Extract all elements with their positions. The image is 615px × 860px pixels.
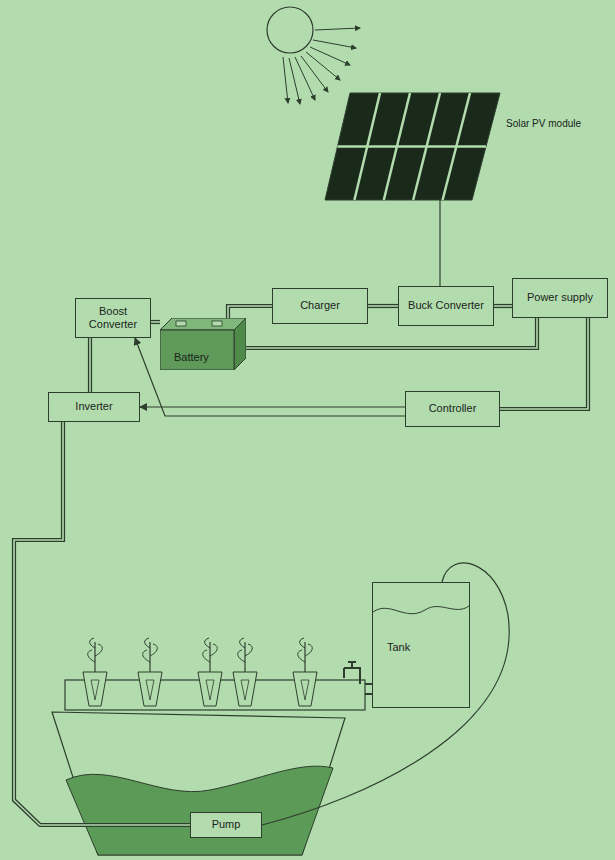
battery-block: Battery: [160, 318, 246, 370]
charger-box: Charger: [272, 288, 368, 324]
wire-gap: [368, 305, 398, 307]
wire-gap: [494, 305, 512, 307]
wire-line: [500, 318, 588, 409]
node-text: Controller: [429, 402, 477, 415]
node-text: Buck Converter: [408, 299, 484, 312]
node-text: Charger: [300, 299, 340, 312]
component-label: Solar PV module: [506, 118, 581, 129]
wire-line: [140, 406, 405, 407]
pump-box: Pump: [190, 812, 262, 838]
wire-gap: [89, 338, 91, 392]
supply-box: Power supply: [512, 278, 608, 318]
wire-gap: [151, 321, 160, 323]
wire-gap: [14, 422, 190, 825]
inverter-box: Inverter: [48, 392, 140, 422]
controller-box: Controller: [405, 391, 500, 427]
converter-box: Buck Converter: [398, 286, 494, 326]
double-wire: [500, 318, 588, 409]
wire-line: [262, 563, 509, 825]
node-text: Power supply: [527, 291, 593, 304]
node-text: Pump: [212, 818, 241, 831]
wire-line: [494, 304, 512, 308]
signal-wire: [262, 563, 509, 825]
wire-line: [151, 320, 160, 324]
double-wire: [368, 306, 398, 307]
converter-box: Boost Converter: [75, 298, 151, 338]
node-text: Inverter: [75, 400, 112, 413]
wire-gap: [228, 306, 272, 318]
double-wire: [14, 422, 190, 825]
wire-gap: [500, 318, 588, 409]
node-text: Tank: [387, 641, 410, 654]
node-text: Battery: [174, 351, 209, 364]
tank-box: Tank: [372, 582, 470, 708]
double-wire: [494, 306, 512, 307]
wire-line: [88, 338, 92, 392]
wire-line: [14, 422, 190, 825]
double-wire: [90, 338, 91, 392]
double-wire: [151, 322, 160, 323]
double-wire: [228, 306, 272, 318]
wire-line: [368, 304, 398, 308]
node-text: Boost Converter: [81, 305, 145, 331]
signal-wire: [140, 407, 405, 408]
wire-line: [228, 306, 272, 318]
